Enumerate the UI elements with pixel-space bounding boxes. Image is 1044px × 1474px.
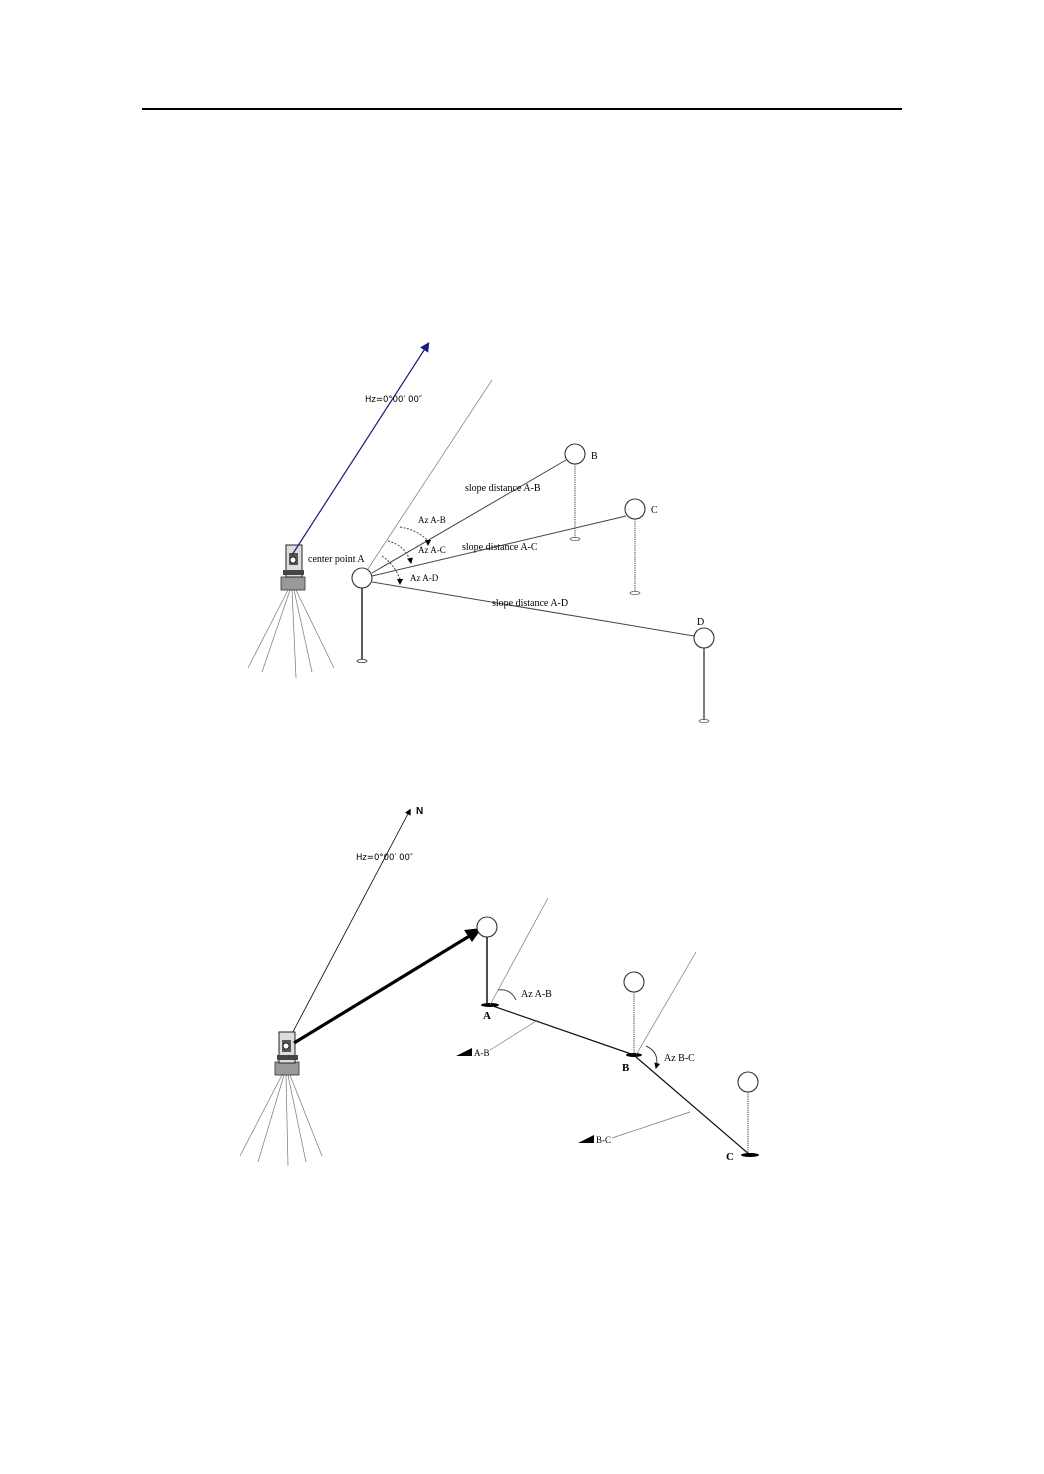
figure-traverse-measurement: N Hz=0°00′ 00″ A — [240, 806, 759, 1166]
slope-ab-label: slope distance A-B — [465, 483, 541, 494]
figure-radial-measurement: Hz=0°00′ 00″ center point A B slope dist… — [248, 344, 714, 723]
hz-label-2: Hz=0°00′ 00″ — [356, 853, 413, 863]
hz-direction-arrow — [292, 344, 428, 555]
label-c-2: C — [726, 1151, 734, 1163]
label-b-2: B — [622, 1062, 630, 1074]
target-center-a — [352, 568, 372, 588]
label-d: D — [697, 617, 704, 628]
slope-ad-label: slope distance A-D — [492, 598, 568, 609]
target-a-2 — [477, 917, 497, 937]
dist-ab-label: A-B — [474, 1048, 490, 1058]
label-a-2: A — [483, 1010, 491, 1022]
slope-distance-icon — [456, 1048, 472, 1056]
az-ab-label-2: Az A-B — [521, 989, 552, 1000]
total-station-icon-2 — [240, 1032, 322, 1166]
target-d — [694, 628, 714, 648]
slope-ac-label: slope distance A-C — [462, 542, 538, 553]
hz-label: Hz=0°00′ 00″ — [365, 395, 422, 405]
sighting-arrow — [294, 932, 476, 1043]
label-c: C — [651, 505, 658, 516]
az-bc-label-2: Az B-C — [664, 1053, 695, 1064]
target-b — [565, 444, 585, 464]
center-point-label: center point A — [308, 554, 365, 565]
target-c-2 — [738, 1072, 758, 1092]
az-ac-label: Az A-C — [418, 545, 446, 555]
target-c — [625, 499, 645, 519]
az-ab-label: Az A-B — [418, 515, 446, 525]
slope-distance-icon-2 — [578, 1135, 594, 1143]
north-label: N — [416, 806, 423, 817]
target-b-2 — [624, 972, 644, 992]
dist-bc-label: B-C — [596, 1135, 611, 1145]
label-b: B — [591, 451, 598, 462]
az-ad-label: Az A-D — [410, 573, 439, 583]
